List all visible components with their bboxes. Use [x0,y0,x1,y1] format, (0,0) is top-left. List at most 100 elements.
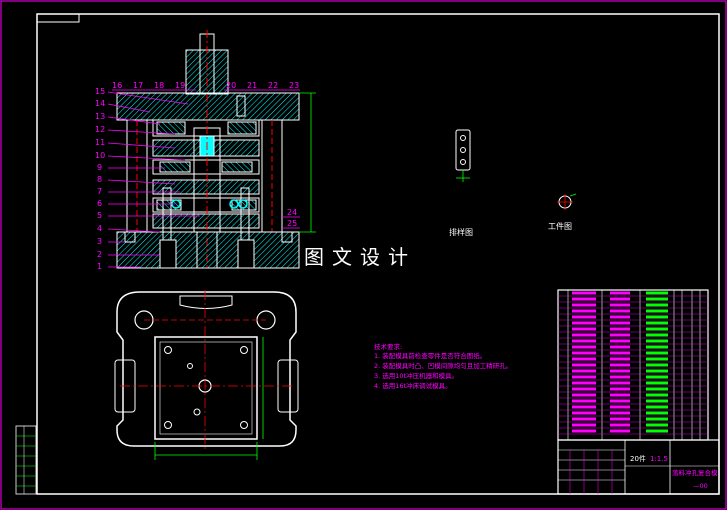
bom-cell-mark [646,345,668,349]
bom-cell-mark [646,411,668,415]
part-number: 3 [97,237,102,246]
part-number: 12 [95,125,105,134]
bom-cell-mark [610,363,630,367]
bom-cell-mark [646,327,668,331]
bom-cell-mark [646,297,668,301]
right-annotations: 24 25 [282,92,316,233]
bom-cell-mark [646,333,668,337]
bom-table [557,289,709,441]
part-number: 22 [268,81,278,90]
bom-cell-mark [646,393,668,397]
bom-cell-mark [572,363,596,367]
top-part-numbers: 16 17 18 19 20 21 22 23 [112,81,300,91]
bom-cell-mark [572,309,596,313]
bom-cell-mark [646,375,668,379]
workpiece-view: 工件图 [548,193,577,231]
tech-requirement-item: 3. 选用10t冲压机器和模具。 [374,371,458,380]
bom-cell-mark [646,417,668,421]
part-number: 13 [95,112,105,121]
bom-cell-mark [572,399,596,403]
die-base-outline [116,291,297,447]
tech-requirements: 技术要求: 1. 装配模具前检查零件是否符合图纸。 2. 装配模具时凸、凹模间隙… [374,342,512,390]
frame-marker [36,13,80,23]
bom-cell-mark [610,429,630,433]
part-number: 11 [95,138,105,147]
stripper-plate [152,159,260,175]
bom-cell-mark [610,339,630,343]
bom-cell-mark [646,399,668,403]
bom-cell-mark [572,345,596,349]
bom-cell-mark [572,291,596,295]
lower-fixing-plate [152,197,260,213]
part-number: 10 [95,151,105,160]
bom-cell-mark [610,417,630,421]
bom-cell-mark [646,405,668,409]
tech-requirement-item: 4. 选用16t冲床调试模具。 [374,381,452,390]
tech-requirements-title: 技术要求: [374,342,402,351]
part-number: 18 [154,81,164,90]
watermark-text: 图文设计 [304,245,416,269]
bom-cell-mark [646,315,668,319]
bom-cell-mark [610,345,630,349]
part-number: 1 [97,262,102,271]
tech-requirement-item: 1. 装配模具前检查零件是否符合图纸。 [374,351,486,360]
title-block-quantity: 20件 [630,454,646,463]
bom-cell-mark [646,363,668,367]
part-number: 9 [97,163,102,172]
bom-cell-mark [610,333,630,337]
title-block-code: —00 [693,482,708,490]
left-leaders [107,91,200,268]
die-plate [152,179,260,195]
part-number: 19 [175,81,185,90]
part-number: 2 [97,250,102,259]
bom-cell-mark [572,429,596,433]
drawing-frame [36,13,720,495]
part-number: 16 [112,81,122,90]
part-number: 7 [97,187,102,196]
punch-shank [185,49,229,95]
part-number: 8 [97,175,102,184]
bom-cell-mark [610,375,630,379]
bom-cell-mark [572,357,596,361]
bom-cell-mark [610,303,630,307]
part-number: 5 [97,211,102,220]
plan-view [114,290,299,460]
bom-cell-mark [646,381,668,385]
bom-cell-mark [572,417,596,421]
bom-cell-mark [646,357,668,361]
bom-cell-mark [572,303,596,307]
bom-cell-mark [646,339,668,343]
bom-cell-mark [572,411,596,415]
bom-cell-mark [610,393,630,397]
margin-stamp [15,425,37,495]
bom-cell-mark [610,321,630,325]
bom-cell-mark [610,411,630,415]
part-number: 4 [97,224,102,233]
bom-cell-mark [572,405,596,409]
bom-cell-mark [646,387,668,391]
bom-cell-mark [646,321,668,325]
bom-cell-mark [572,369,596,373]
bom-cell-mark [610,351,630,355]
bom-cell-mark [646,291,668,295]
bom-cell-mark [610,399,630,403]
section-view [116,30,300,270]
part-number: 23 [289,81,299,90]
bom-cell-mark [646,309,668,313]
part-number: 25 [287,219,297,228]
bom-cell-mark [610,423,630,427]
spring-right-1 [229,199,239,209]
bom-cell-mark [572,423,596,427]
bom-cell-mark [572,321,596,325]
bom-cell-mark [646,303,668,307]
bom-cell-mark [572,333,596,337]
bom-cell-mark [646,423,668,427]
bom-cell-mark [610,387,630,391]
lower-die-base [116,231,300,269]
tech-requirement-item: 2. 装配模具时凸、凹模间隙均匀且加工精研孔。 [374,361,512,370]
part-number: 20 [226,81,236,90]
part-number: 21 [247,81,257,90]
bom-cell-mark [646,369,668,373]
